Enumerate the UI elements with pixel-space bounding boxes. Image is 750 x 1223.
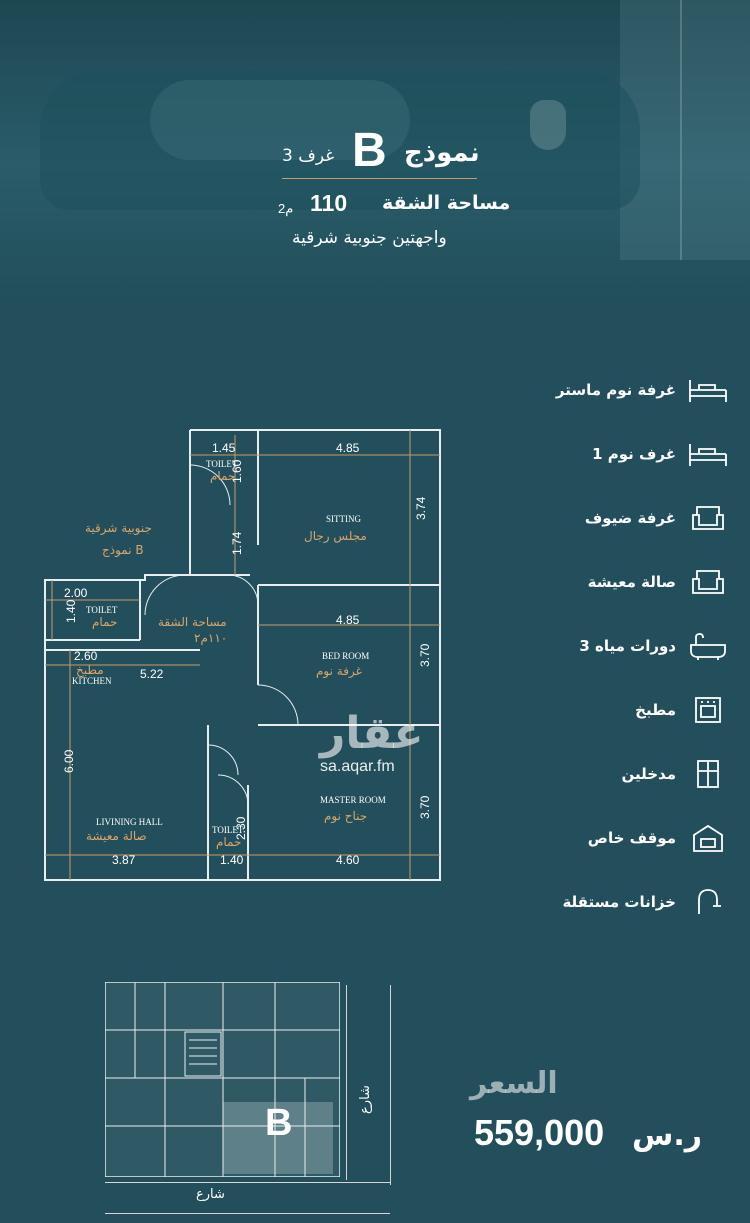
toilet3-ar: حمام [216, 835, 242, 849]
facade-note-ar: جنوبية شرقية [85, 521, 152, 535]
dim-hall-height: 6.00 [62, 749, 76, 773]
toilet1-en: TOILET [206, 459, 238, 469]
floor-plan-walls [44, 429, 441, 881]
dim-sitting-height: 3.74 [414, 496, 428, 520]
feature-guest-room: غرفة ضيوف [500, 500, 730, 536]
feature-bathrooms: 3 دورات مياه [500, 628, 730, 664]
watermark-url: sa.aqar.fm [320, 758, 395, 775]
window-icon [686, 757, 730, 791]
dim-master-height: 3.70 [418, 795, 432, 819]
dim-hall-top-width: 5.22 [140, 667, 164, 681]
feature-label: موقف خاص [587, 829, 676, 847]
feature-independent-tanks: خزانات مستقلة [500, 884, 730, 920]
apartment-area-value-ar: ١١٠م٢ [194, 631, 228, 645]
armchair-icon [686, 501, 730, 535]
feature-private-parking: موقف خاص [500, 820, 730, 856]
dim-bed-height: 3.70 [418, 643, 432, 667]
dim-master-width: 4.60 [336, 853, 360, 867]
armchair-icon [686, 565, 730, 599]
street-label-vertical: شارع [357, 1085, 373, 1114]
feature-label: 3 دورات مياه [579, 637, 676, 655]
site-plan [104, 981, 341, 1178]
watermark-logo: عقار [320, 708, 424, 759]
dim-corridor: 1.74 [230, 531, 244, 555]
apartment-area-ar: مساحة الشقة [158, 615, 227, 629]
garage-icon [686, 821, 730, 855]
rooms-count: 3 غرف [282, 146, 335, 166]
dim-sitting-width: 4.85 [336, 441, 360, 455]
toilet2-ar: حمام [92, 615, 118, 629]
aqar-watermark: عقار sa.aqar.fm [320, 712, 424, 776]
feature-label: مدخلين [621, 765, 676, 783]
dim-toilet3-height: 2.30 [234, 816, 248, 840]
feature-master-bedroom: غرفة نوم ماستر [500, 372, 730, 408]
hall-en: LIVINING HALL [96, 817, 163, 827]
street-label-horizontal: شارع [196, 1187, 225, 1202]
street-line [105, 1213, 390, 1214]
floor-plan: 1.45 1.60 TOILET حمام 4.85 3.74 SITTING … [40, 425, 460, 885]
feature-label: غرفة نوم ماستر [555, 381, 676, 399]
dim-toilet1-width: 1.45 [212, 441, 236, 455]
price-value: 559,000 [474, 1112, 605, 1153]
vase-photo [530, 100, 566, 150]
site-plan-drawing [104, 981, 341, 1178]
dim-bed-width: 4.85 [336, 613, 360, 627]
feature-living-hall: صالة معيشة [500, 564, 730, 600]
sofa-photo [40, 70, 640, 210]
bed-en: BED ROOM [322, 651, 370, 661]
header-divider [282, 178, 477, 179]
dim-hall-width: 3.87 [112, 853, 136, 867]
dim-toilet2-width: 2.00 [64, 586, 88, 600]
dim-toilet2-height: 1.40 [64, 599, 78, 623]
feature-label: خزانات مستقلة [562, 893, 676, 911]
sitting-ar: مجلس رجال [304, 529, 367, 543]
bathtub-icon [686, 629, 730, 663]
hero-background [0, 0, 750, 300]
faucet-icon [686, 885, 730, 919]
area-value: 110 [310, 190, 348, 216]
oven-icon [686, 693, 730, 727]
feature-two-entrances: مدخلين [500, 756, 730, 792]
window-photo [620, 0, 750, 260]
cushion-photo [150, 80, 410, 160]
site-unit-letter: B [265, 1102, 293, 1144]
price-label: السعر [470, 1066, 558, 1101]
bed-ar: غرفة نوم [316, 664, 362, 678]
street-line [346, 985, 347, 1180]
dim-toilet3-width: 1.40 [220, 853, 244, 867]
kitchen-en: KITCHEN [72, 676, 112, 686]
hall-ar: صالة معيشة [86, 829, 147, 843]
master-en: MASTER ROOM [320, 795, 386, 805]
toilet1-ar: حمام [210, 469, 236, 483]
facade-label: واجهتين جنوبية شرقية [292, 228, 447, 248]
feature-bedrooms: 1 غرف نوم [500, 436, 730, 472]
street-line [105, 1182, 390, 1183]
feature-label: غرفة ضيوف [584, 509, 676, 527]
bed-icon [686, 437, 730, 471]
sitting-en: SITTING [326, 514, 361, 524]
street-line [390, 985, 391, 1185]
area-label: مساحة الشقة [382, 192, 511, 214]
bed-icon [686, 373, 730, 407]
feature-kitchen: مطبخ [500, 692, 730, 728]
feature-label: مطبخ [635, 701, 676, 719]
dim-kitchen-width: 2.60 [74, 649, 98, 663]
feature-label: 1 غرف نوم [592, 445, 676, 463]
kitchen-ar: مطبخ [76, 663, 104, 677]
toilet3-en: TOILET [212, 825, 244, 835]
feature-label: صالة معيشة [587, 573, 676, 591]
riyal-icon: ر.س [632, 1118, 703, 1153]
model-letter: B [352, 124, 387, 177]
model-label: نموذج [404, 138, 480, 168]
master-ar: جناح نوم [324, 809, 368, 823]
area-unit: 2م [278, 201, 294, 216]
model-note-ar: نموذج B [102, 543, 144, 557]
toilet2-en: TOILET [86, 605, 118, 615]
